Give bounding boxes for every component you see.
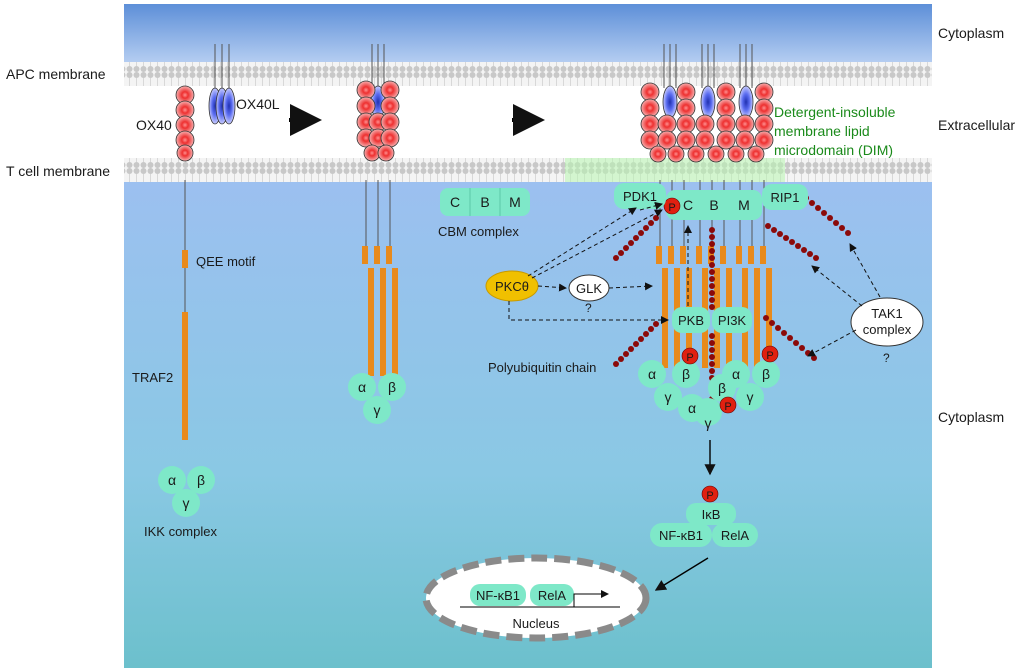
ikk-gamma-3a: γ bbox=[665, 389, 672, 405]
label-dim-line2: membrane lipid bbox=[774, 123, 870, 139]
ikk-alpha-3c: α bbox=[732, 366, 740, 382]
label-ox40: OX40 bbox=[136, 117, 172, 133]
cbm-m-2: M bbox=[738, 197, 750, 213]
traf2-bar bbox=[182, 312, 188, 440]
tak1-unknown-mark: ? bbox=[883, 351, 890, 365]
ikk-alpha-2: α bbox=[358, 379, 366, 395]
ikk-beta-1: β bbox=[197, 472, 205, 488]
label-pdk1: PDK1 bbox=[623, 189, 657, 204]
ox40-trimer bbox=[356, 80, 400, 162]
glk-unknown-mark: ? bbox=[585, 301, 592, 315]
ox40-receptor bbox=[175, 85, 195, 162]
pkc-theta-protein: PKCθ bbox=[485, 270, 539, 302]
ikk-gamma-3c: γ bbox=[747, 389, 754, 405]
cbm-m-1: M bbox=[509, 194, 521, 210]
label-dim-line3: microdomain (DIM) bbox=[774, 142, 893, 158]
ikk-complex-free: α β γ bbox=[158, 466, 215, 517]
phospho-cbm: P bbox=[663, 197, 681, 215]
qee-motif-segment bbox=[182, 250, 188, 268]
label-pkb: PKB bbox=[678, 313, 704, 328]
cbm-c-2: C bbox=[683, 197, 693, 213]
label-cytoplasm-bottom: Cytoplasm bbox=[938, 409, 1004, 425]
label-cytoplasm-top: Cytoplasm bbox=[938, 25, 1004, 41]
pdk1-protein: PDK1 bbox=[614, 183, 666, 209]
cbm-b-1: B bbox=[480, 194, 489, 210]
label-extracellular: Extracellular bbox=[938, 117, 1015, 133]
ikk-gamma-2: γ bbox=[374, 402, 381, 418]
label-traf2: TRAF2 bbox=[132, 370, 173, 385]
label-dim-line1: Detergent-insoluble bbox=[774, 104, 896, 120]
rip1-protein: RIP1 bbox=[762, 184, 808, 210]
apc-membrane-bilayer bbox=[124, 62, 932, 86]
phospho-ikk-3: P bbox=[719, 396, 737, 414]
transcription-start-arrow bbox=[573, 590, 609, 607]
phospho-ikb: P bbox=[701, 485, 719, 503]
phospho-ikk-1: P bbox=[681, 347, 699, 365]
ikk-beta-3a: β bbox=[682, 366, 690, 382]
ikk-cluster: α β γ α β γ α β γ bbox=[638, 360, 780, 431]
nucleus: NF-κB1 RelA Nucleus bbox=[422, 554, 650, 642]
label-tak1-line1: TAK1 bbox=[871, 306, 903, 321]
label-t-cell-membrane: T cell membrane bbox=[6, 163, 110, 179]
svg-text:P: P bbox=[766, 350, 773, 362]
label-polyubiquitin: Polyubiquitin chain bbox=[488, 360, 596, 375]
label-rela: RelA bbox=[721, 528, 750, 543]
apc-cytoplasm-region bbox=[124, 4, 932, 64]
cbm-b-2: B bbox=[709, 197, 718, 213]
ikk-beta-2: β bbox=[388, 379, 396, 395]
svg-text:P: P bbox=[724, 401, 731, 413]
label-glk: GLK bbox=[576, 281, 602, 296]
label-qee-motif: QEE motif bbox=[196, 254, 256, 269]
label-rip1: RIP1 bbox=[771, 190, 800, 205]
panel-monomer: OX40 OX40L QEE motif TRAF2 α β γ IKK com… bbox=[132, 44, 280, 539]
nfkb-complex: IκB NF-κB1 RelA bbox=[650, 503, 758, 547]
ligand-stalks bbox=[663, 44, 753, 88]
cbm-complex-bound: C B M bbox=[666, 190, 762, 220]
label-apc-membrane: APC membrane bbox=[6, 66, 106, 82]
nfkb-to-nucleus-arrow bbox=[654, 557, 709, 591]
cbm-c-1: C bbox=[450, 194, 460, 210]
ikk-alpha-1: α bbox=[168, 472, 176, 488]
traf2-trimer bbox=[362, 246, 398, 376]
panel-trimer: α β γ bbox=[348, 44, 406, 424]
t-cell-membrane-bilayer bbox=[124, 158, 932, 182]
svg-text:P: P bbox=[668, 202, 675, 214]
cbm-complex-free: C B M bbox=[440, 188, 530, 216]
ox40-cluster bbox=[640, 82, 774, 163]
label-cbm-complex: CBM complex bbox=[438, 224, 519, 239]
label-ikb: IκB bbox=[702, 507, 721, 522]
ikk-gamma-3b: γ bbox=[705, 415, 712, 431]
phospho-ikk-2: P bbox=[761, 345, 779, 363]
nuclear-nfkb1: NF-κB1 bbox=[476, 588, 520, 603]
ox40l-ligand bbox=[208, 44, 236, 125]
glk-protein: GLK bbox=[568, 274, 610, 302]
tak1-complex: TAK1 complex bbox=[850, 297, 924, 347]
label-nfkb1: NF-κB1 bbox=[659, 528, 703, 543]
pkb-protein: PKB bbox=[672, 307, 710, 333]
ikk-beta-3b: β bbox=[718, 380, 726, 396]
label-tak1-line2: complex bbox=[863, 322, 912, 337]
pi3k-protein: PI3K bbox=[712, 307, 752, 333]
ikk-gamma-1: γ bbox=[183, 495, 190, 511]
label-pkc: PKCθ bbox=[495, 279, 529, 294]
label-ikk-complex: IKK complex bbox=[144, 524, 217, 539]
label-ox40l: OX40L bbox=[236, 96, 280, 112]
ikk-beta-3c: β bbox=[762, 366, 770, 382]
svg-text:P: P bbox=[686, 352, 693, 364]
label-pi3k: PI3K bbox=[718, 313, 747, 328]
nuclear-rela: RelA bbox=[538, 588, 567, 603]
dashed-arrows bbox=[508, 201, 881, 357]
ikk-alpha-3a: α bbox=[648, 366, 656, 382]
svg-text:P: P bbox=[706, 490, 713, 502]
ikk-complex-recruited: α β γ bbox=[348, 373, 406, 424]
panel-cluster: C B M P PDK1 RIP1 PKB PI3K bbox=[613, 44, 851, 431]
ikk-alpha-3b: α bbox=[688, 400, 696, 416]
label-nucleus: Nucleus bbox=[513, 616, 560, 631]
